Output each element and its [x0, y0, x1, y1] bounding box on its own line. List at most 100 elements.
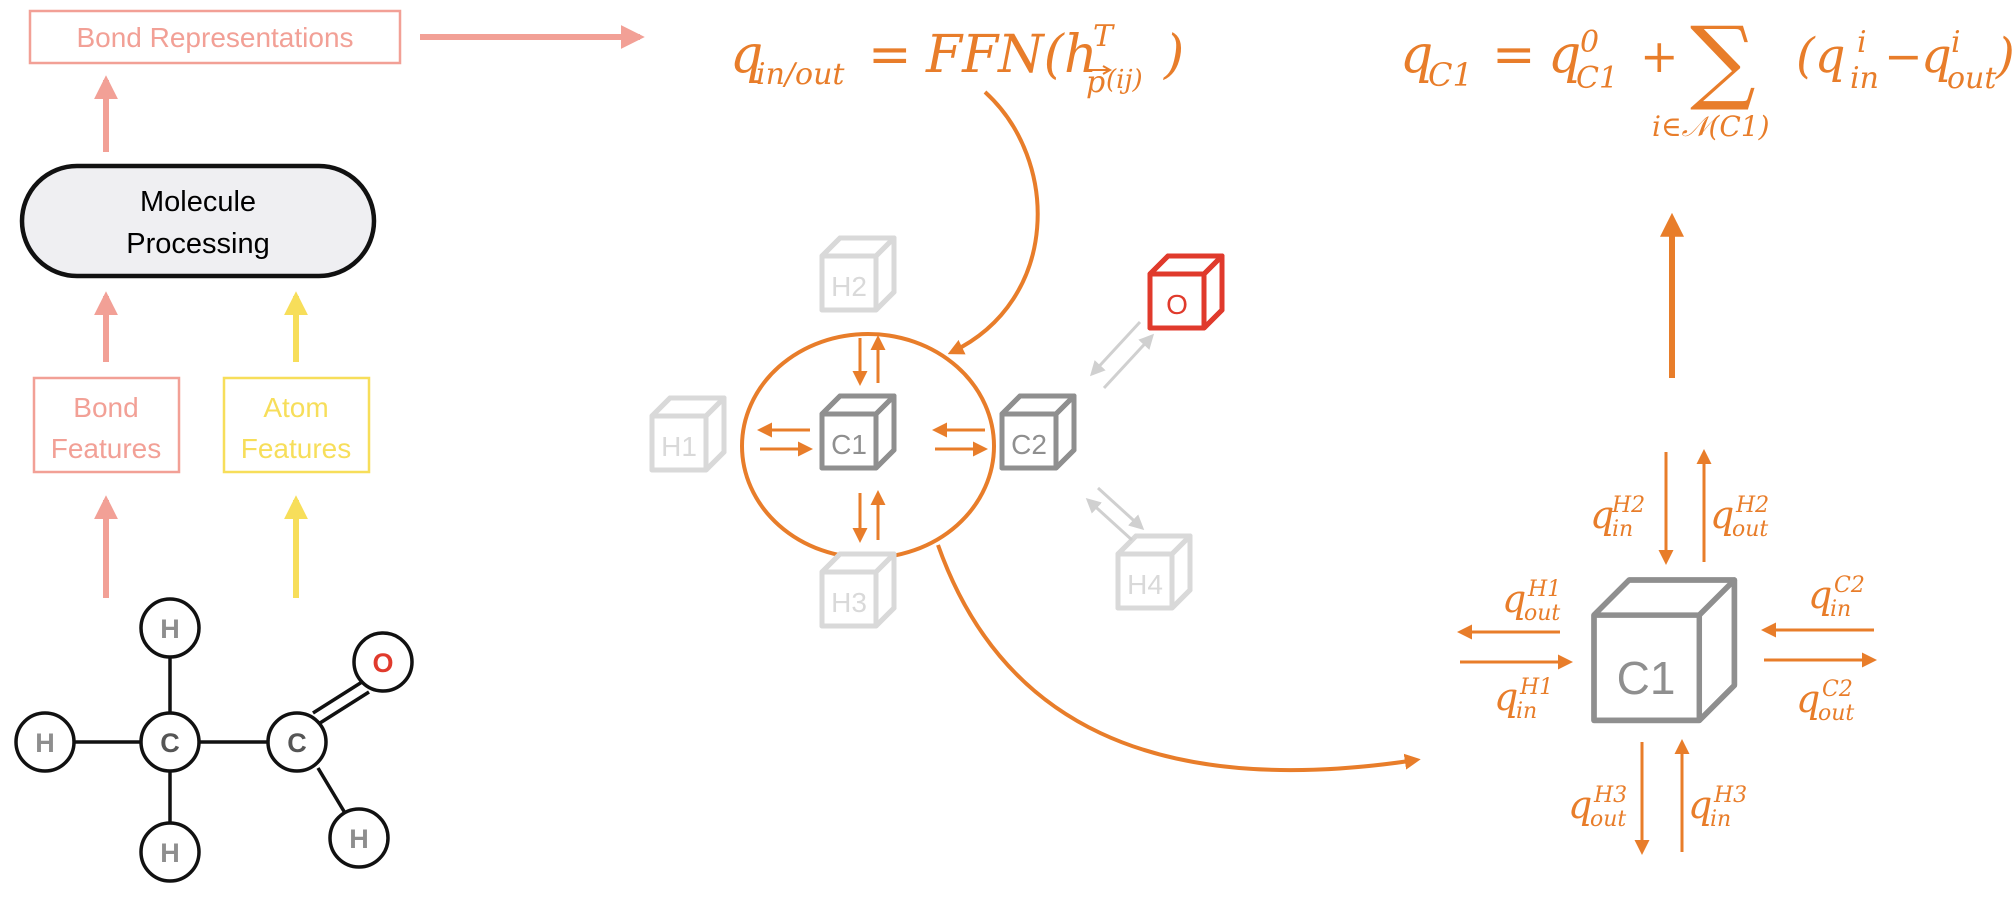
atom-o: O — [352, 631, 414, 693]
svg-text:q: q — [1688, 783, 1712, 827]
svg-text:H4: H4 — [1127, 569, 1163, 600]
svg-text:out: out — [1947, 61, 1997, 96]
svg-text:T: T — [1093, 19, 1115, 54]
svg-text:H3: H3 — [1713, 783, 1747, 808]
svg-text:out: out — [1590, 807, 1626, 832]
node-o: O — [1150, 256, 1222, 328]
detail-labels: q in H2 q out H2 q out H1 q in H1 q in C… — [1494, 493, 1865, 832]
svg-text:FFN(h: FFN(h — [925, 25, 1097, 85]
graph-message-arrows — [757, 335, 988, 543]
svg-text:C: C — [287, 728, 307, 758]
svg-text:in/out: in/out — [756, 57, 845, 92]
svg-text:O: O — [372, 648, 393, 678]
svg-text:(ij): (ij) — [1106, 65, 1143, 95]
svg-text:out: out — [1818, 701, 1854, 726]
svg-text:C: C — [160, 728, 180, 758]
svg-text:H1: H1 — [1527, 577, 1561, 602]
bond-features-box: Bond Features — [32, 376, 181, 474]
svg-text:C1: C1 — [1576, 61, 1618, 96]
label-h2-out: q out H2 — [1710, 493, 1769, 542]
molecule-processing-box: Molecule Processing — [19, 163, 377, 279]
label-c2-out: q out C2 — [1796, 677, 1854, 726]
svg-text:out: out — [1732, 517, 1768, 542]
svg-text:C1: C1 — [1428, 56, 1473, 94]
svg-text:in: in — [1516, 699, 1537, 724]
svg-text:H3: H3 — [1593, 783, 1627, 808]
atom-h-left: H — [14, 711, 76, 773]
atom-c-2: C — [266, 711, 328, 773]
svg-text:q: q — [1548, 25, 1581, 85]
svg-text:H3: H3 — [831, 587, 867, 618]
label-h1-out: q out H1 — [1502, 577, 1561, 626]
atom-h-right: H — [328, 807, 390, 869]
svg-text:in: in — [1830, 597, 1851, 622]
atom-features-label-2: Features — [241, 433, 352, 464]
sum-formula: q C1 = q 0 C1 + ∑ i∈𝒩(C1) (q i in − q i … — [1400, 7, 2014, 143]
svg-text:H2: H2 — [831, 271, 867, 302]
label-c2-in: q in C2 — [1808, 573, 1865, 622]
node-c2: C2 — [1002, 396, 1074, 468]
graph-faded-arrows — [1085, 320, 1155, 542]
ellipse-to-detail-arrow — [936, 544, 1421, 773]
svg-text:C2: C2 — [1011, 429, 1047, 460]
svg-text:in: in — [1612, 517, 1633, 542]
atom-h-bottom: H — [139, 821, 201, 883]
svg-text:i: i — [1951, 25, 1961, 60]
svg-text:∑: ∑ — [1690, 7, 1756, 114]
svg-text:+: + — [1640, 29, 1679, 83]
svg-text:H2: H2 — [1611, 493, 1645, 518]
formula-to-ellipse-arrow — [947, 90, 1040, 355]
bond-representations-box: Bond Representations — [28, 9, 402, 65]
bond-features-label-1: Bond — [73, 392, 138, 423]
node-h1: H1 — [652, 398, 724, 470]
node-h3: H3 — [822, 554, 894, 626]
svg-text:H1: H1 — [1519, 675, 1553, 700]
bond-features-label-2: Features — [51, 433, 162, 464]
ffn-formula: q in/out = FFN(h T p (ij) ) — [730, 19, 1184, 100]
svg-text:q: q — [1590, 493, 1614, 537]
svg-text:q: q — [1921, 28, 1952, 84]
svg-text:0: 0 — [1580, 25, 1599, 60]
svg-text:(q: (q — [1796, 28, 1845, 84]
svg-text:in: in — [1710, 807, 1731, 832]
svg-text:i∈𝒩(C1): i∈𝒩(C1) — [1652, 110, 1770, 143]
svg-text:=: = — [1492, 25, 1536, 85]
molecule-processing-label-2: Processing — [126, 228, 269, 260]
svg-text:in: in — [1850, 61, 1879, 96]
svg-text:q: q — [1502, 577, 1526, 621]
atom-features-label-1: Atom — [263, 392, 328, 423]
svg-text:C1: C1 — [831, 429, 867, 460]
molecule-bonds — [74, 657, 370, 823]
atom-features-box: Atom Features — [222, 376, 371, 474]
label-h3-in: q in H3 — [1688, 783, 1747, 832]
svg-text:q: q — [1494, 675, 1518, 719]
detail-c1-label: C1 — [1617, 652, 1676, 704]
svg-text:H: H — [35, 728, 55, 758]
svg-text:q: q — [1710, 493, 1734, 537]
svg-text:p: p — [1086, 65, 1105, 100]
svg-text:−: − — [1884, 29, 1923, 83]
svg-text:=: = — [868, 25, 912, 85]
node-c1: C1 — [822, 396, 894, 468]
label-h2-in: q in H2 — [1590, 493, 1645, 542]
node-h2: H2 — [822, 238, 894, 310]
svg-text:C2: C2 — [1834, 573, 1865, 598]
svg-text:H2: H2 — [1735, 493, 1769, 518]
svg-text:H: H — [160, 614, 180, 644]
svg-text:): ) — [1163, 25, 1184, 85]
svg-text:H1: H1 — [661, 431, 697, 462]
bond-representations-label: Bond Representations — [76, 22, 353, 53]
label-h1-in: q in H1 — [1494, 675, 1553, 724]
svg-text:C2: C2 — [1822, 677, 1853, 702]
label-h3-out: q out H3 — [1568, 783, 1627, 832]
svg-text:H: H — [160, 838, 180, 868]
svg-text:out: out — [1524, 601, 1560, 626]
atom-h-top: H — [139, 597, 201, 659]
molecule-processing-label-1: Molecule — [140, 186, 256, 218]
svg-text:q: q — [1796, 677, 1820, 721]
node-h4: H4 — [1118, 536, 1190, 608]
atom-c-1: C — [139, 711, 201, 773]
detail-message-arrows — [1457, 449, 1877, 855]
